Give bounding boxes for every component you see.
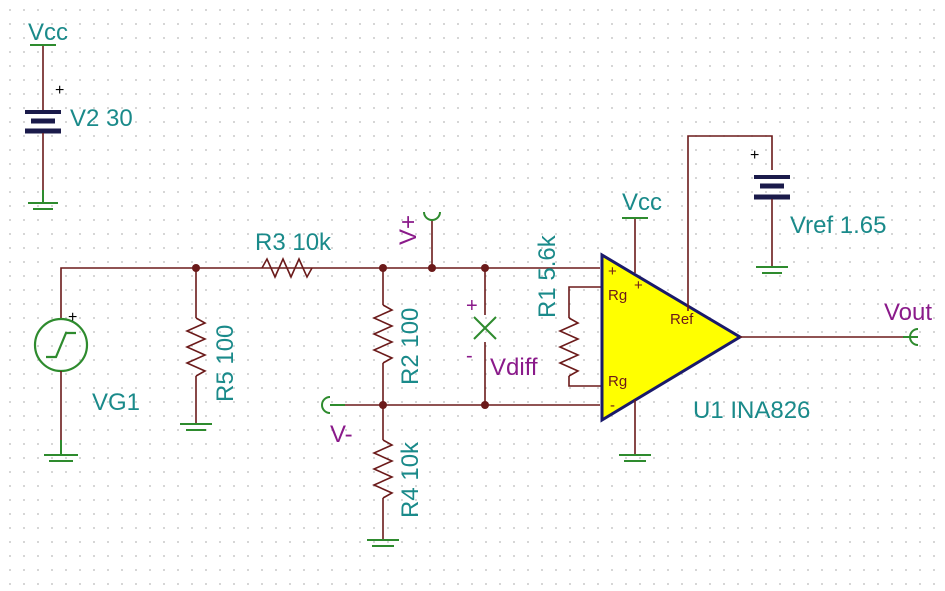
r1-label: R1 5.6k	[534, 234, 561, 318]
vref-battery[interactable]	[754, 175, 790, 267]
vg1-step-icon	[46, 331, 76, 359]
v2-label: V2 30	[70, 105, 133, 132]
r5-ground-icon	[180, 423, 212, 431]
ref-wire	[687, 135, 773, 311]
in-minus-pin-label: -	[610, 397, 615, 414]
junction-node	[192, 264, 200, 272]
input-top-wire	[60, 267, 383, 318]
v2-ground-icon	[28, 190, 58, 210]
junction-node	[428, 264, 436, 272]
ina826-amplifier[interactable]	[600, 135, 905, 455]
junction-node	[481, 401, 489, 409]
junction-node	[379, 401, 387, 409]
r4-label: R4 10k	[397, 441, 424, 518]
u1-label: U1 INA826	[693, 397, 810, 424]
vg1-plus-sign: +	[68, 309, 77, 326]
rg-top-pin-label: Rg	[608, 287, 627, 304]
r2-label: R2 100	[397, 308, 424, 385]
rg-plus-pin-label: +	[634, 277, 643, 294]
amp-ground-icon	[619, 454, 651, 462]
vref-plus-sign: +	[750, 147, 759, 164]
r3-label: R3 10k	[255, 229, 332, 256]
ref-pin-label: Ref	[670, 311, 694, 328]
vdiff-label: Vdiff	[490, 354, 538, 381]
vdiff-plus-sign: +	[466, 295, 478, 317]
r5-resistor[interactable]	[185, 268, 207, 424]
r3-resistor[interactable]	[261, 257, 313, 279]
rg-bottom-pin-label: Rg	[608, 373, 627, 390]
r2-resistor[interactable]	[372, 268, 394, 405]
vg1-label: VG1	[92, 389, 140, 416]
vplus-label: V+	[395, 215, 422, 245]
v2-plus-sign: +	[55, 82, 64, 99]
vref-ground-icon	[756, 266, 788, 274]
vcc-amp-label: Vcc	[622, 189, 662, 216]
vcc-top-label: Vcc	[28, 19, 68, 46]
vref-label: Vref 1.65	[790, 212, 887, 239]
vdiff-minus-sign: -	[466, 345, 473, 367]
in-plus-pin-label: +	[608, 263, 617, 280]
r1-resistor[interactable]	[558, 286, 602, 387]
vout-terminal[interactable]	[903, 328, 919, 346]
r5-label: R5 100	[212, 325, 239, 402]
vout-label: Vout	[884, 299, 932, 326]
vdiff-meter[interactable]	[473, 268, 497, 405]
amplifier-body	[600, 252, 743, 423]
vg1-ground-icon	[44, 440, 78, 462]
v2-battery[interactable]	[25, 45, 61, 200]
vg1-source[interactable]	[33, 317, 89, 373]
junction-node	[481, 264, 489, 272]
vplus-terminal[interactable]	[423, 211, 441, 268]
vminus-label: V-	[330, 421, 353, 448]
r4-ground-icon	[367, 539, 399, 547]
r4-resistor[interactable]	[372, 405, 394, 540]
vminus-terminal[interactable]	[321, 396, 345, 414]
junction-node	[379, 264, 387, 272]
